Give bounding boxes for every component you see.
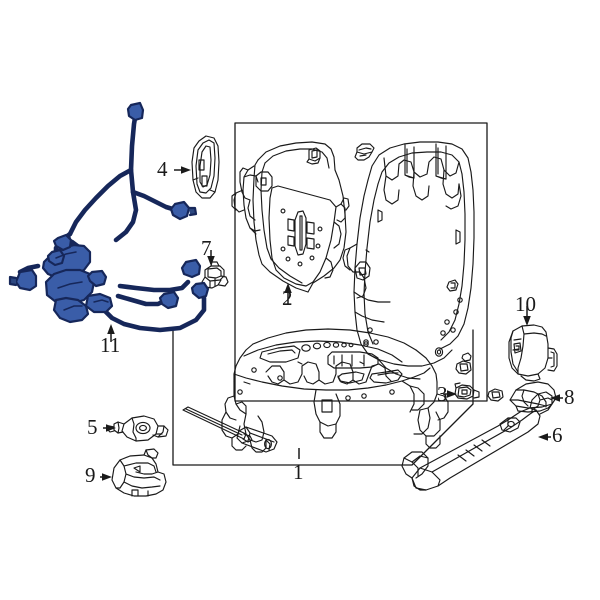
callout-label-7[interactable]: 7 <box>201 236 212 260</box>
callout-arrow-9 <box>100 473 112 481</box>
callout-label-5[interactable]: 5 <box>87 415 98 439</box>
part-inner-side-shield-cover <box>111 448 167 497</box>
callout-label-9[interactable]: 9 <box>85 463 96 487</box>
callout-arrow-8 <box>550 394 563 402</box>
callout-label-8[interactable]: 8 <box>564 385 575 409</box>
part-corner-grommet <box>487 388 504 402</box>
part-harness-retainer-clip <box>201 261 229 289</box>
callout-arrow-2 <box>284 283 292 305</box>
callout-arrow-10 <box>523 306 531 326</box>
callout-label-6[interactable]: 6 <box>552 423 563 447</box>
part-small-grommet <box>434 347 472 375</box>
callout-label-11[interactable]: 11 <box>100 333 121 357</box>
part-outer-side-trim-rail <box>401 391 553 491</box>
callout-arrow-4 <box>174 166 191 174</box>
part-panel-clip-spring <box>354 143 375 161</box>
callout-arrows <box>100 166 563 481</box>
callout-label-4[interactable]: 4 <box>157 157 168 181</box>
callout-label-10[interactable]: 10 <box>515 292 536 316</box>
callout-label-1[interactable]: 1 <box>293 460 304 484</box>
part-wire-harness-clip <box>454 382 480 400</box>
part-rear-track-end-cover <box>508 324 558 382</box>
part-seat-cushion-frame-assembly <box>221 328 449 453</box>
part-motor-cylinder <box>236 426 278 453</box>
part-seat-back-frame <box>342 141 475 380</box>
part-seat-back-side-bracket <box>191 135 220 199</box>
callout-arrow-7 <box>207 250 215 266</box>
callout-arrow-3 <box>443 390 457 398</box>
callout-label-3[interactable]: 3 <box>437 382 448 406</box>
part-seat-back-trim-panel <box>231 141 350 293</box>
seat-cushion-frame-box <box>172 329 474 466</box>
seat-back-assembly-box <box>234 122 488 402</box>
part-track-adjuster-rod <box>182 406 253 443</box>
part-seat-wire-harness-highlighted <box>8 101 210 333</box>
callout-label-2[interactable]: 2 <box>282 286 293 310</box>
callout-arrow-5 <box>103 424 116 432</box>
part-panel-clip-upper <box>306 147 321 165</box>
callout-arrow-11 <box>107 324 115 342</box>
callout-arrow-6 <box>538 433 551 441</box>
part-recline-knob <box>106 415 169 442</box>
